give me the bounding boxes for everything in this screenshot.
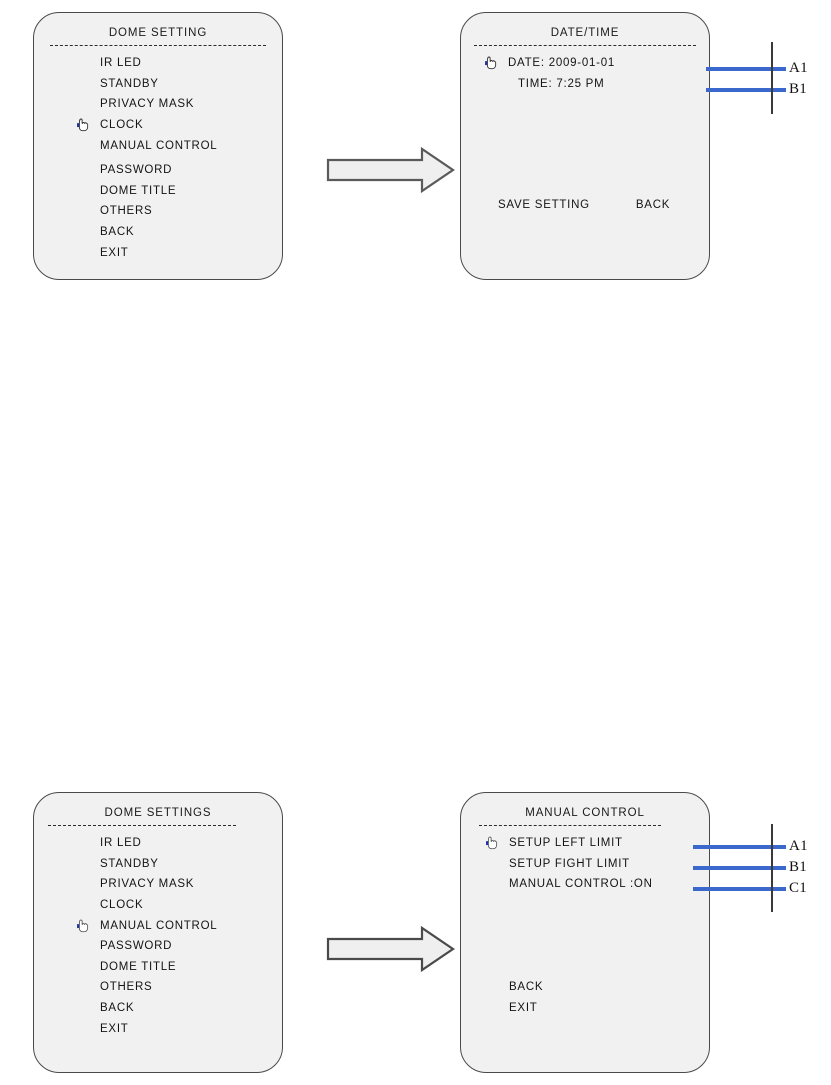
- menu-item-manual-control[interactable]: MANUAL CONTROL: [100, 135, 282, 156]
- menu-item-label: CLOCK: [100, 899, 144, 912]
- menu-item-standby[interactable]: STANDBY: [100, 854, 282, 875]
- menu-item-label: OTHERS: [100, 205, 153, 218]
- menu-item-exit[interactable]: EXIT: [509, 997, 709, 1018]
- callout-guide-rail: [771, 824, 773, 912]
- menu-item-exit[interactable]: EXIT: [100, 1018, 282, 1039]
- callout-line-b1: [706, 88, 786, 92]
- callout-label-b1: B1: [789, 81, 808, 97]
- menu-list: DATE: 2009-01-01 TIME: 7:25 PM: [485, 53, 709, 95]
- menu-item-password[interactable]: PASSWORD: [100, 936, 282, 957]
- menu-item-label: MANUAL CONTROL: [100, 139, 218, 152]
- osd-panel-manual-control: MANUAL CONTROL SETUP LEFT LIMIT SETUP FI…: [460, 792, 710, 1073]
- menu-item-password[interactable]: PASSWORD: [100, 160, 282, 181]
- menu-item-label: MANUAL CONTROL: [100, 919, 218, 932]
- menu-item-label: DOME TITLE: [100, 184, 177, 197]
- field-date-value: DATE: 2009-01-01: [508, 57, 616, 70]
- callout-line-a1: [693, 845, 786, 849]
- menu-item-ir-led[interactable]: IR LED: [100, 833, 282, 854]
- title-separator: [474, 45, 696, 46]
- panel-title: DOME SETTINGS: [104, 807, 212, 819]
- menu-item-label: BACK: [100, 1002, 135, 1015]
- hand-pointer-cursor-icon: [486, 836, 498, 850]
- menu-item-back[interactable]: BACK: [509, 977, 709, 998]
- panel-footer: SAVE SETTING BACK: [498, 199, 709, 211]
- menu-item-label: PRIVACY MASK: [100, 98, 195, 111]
- menu-item-back[interactable]: BACK: [100, 998, 282, 1019]
- callout-line-a1: [706, 67, 786, 71]
- menu-item-label: STANDBY: [100, 77, 159, 90]
- menu-item-exit[interactable]: EXIT: [100, 242, 282, 263]
- panel-title: DATE/TIME: [550, 27, 620, 39]
- menu-item-privacy-mask[interactable]: PRIVACY MASK: [100, 94, 282, 115]
- menu-item-label: EXIT: [509, 1001, 538, 1014]
- menu-list: IR LED STANDBY PRIVACY MASK CLOCK MANUAL…: [77, 53, 282, 263]
- panel-title: MANUAL CONTROL: [525, 807, 645, 819]
- menu-item-manual-control[interactable]: MANUAL CONTROL: [77, 915, 282, 936]
- hand-pointer-cursor-icon: [77, 919, 89, 932]
- back-button[interactable]: BACK: [635, 199, 671, 212]
- field-date[interactable]: DATE: 2009-01-01: [485, 53, 709, 74]
- osd-panel-date-time: DATE/TIME DATE: 2009-01-01 TIME: 7:25 PM…: [460, 12, 710, 280]
- menu-item-others[interactable]: OTHERS: [100, 201, 282, 222]
- callout-label-b1: B1: [789, 859, 808, 875]
- menu-item-back[interactable]: BACK: [100, 222, 282, 243]
- menu-item-label: IR LED: [100, 57, 142, 70]
- osd-panel-dome-setting: DOME SETTING IR LED STANDBY PRIVACY MASK…: [33, 12, 283, 280]
- flow-arrow-right-icon: [326, 925, 455, 973]
- menu-item-label: PASSWORD: [100, 164, 173, 177]
- menu-item-label: EXIT: [100, 1022, 129, 1035]
- menu-list: IR LED STANDBY PRIVACY MASK CLOCK MANUAL…: [77, 833, 282, 1039]
- field-time-value: TIME: 7:25 PM: [518, 77, 605, 90]
- hand-pointer-cursor-icon: [77, 118, 89, 132]
- menu-item-ir-led[interactable]: IR LED: [100, 53, 282, 74]
- flow-arrow-right-icon: [326, 146, 455, 194]
- callout-label-a1: A1: [789, 838, 808, 854]
- osd-panel-dome-settings: DOME SETTINGS IR LED STANDBY PRIVACY MAS…: [33, 792, 283, 1073]
- menu-item-privacy-mask[interactable]: PRIVACY MASK: [100, 874, 282, 895]
- menu-item-dome-title[interactable]: DOME TITLE: [100, 181, 282, 202]
- menu-item-standby[interactable]: STANDBY: [100, 74, 282, 95]
- menu-item-label: DOME TITLE: [100, 960, 177, 973]
- menu-item-label: SETUP FIGHT LIMIT: [509, 857, 630, 870]
- menu-list: SETUP LEFT LIMIT SETUP FIGHT LIMIT MANUA…: [486, 833, 709, 1018]
- menu-item-label: STANDBY: [100, 857, 159, 870]
- menu-item-setup-fight-limit[interactable]: SETUP FIGHT LIMIT: [509, 854, 709, 875]
- menu-item-label: IR LED: [100, 837, 142, 850]
- menu-item-label: OTHERS: [100, 981, 153, 994]
- menu-item-label: PASSWORD: [100, 940, 173, 953]
- menu-item-setup-left-limit[interactable]: SETUP LEFT LIMIT: [486, 833, 709, 854]
- callout-line-c1: [693, 887, 786, 891]
- menu-item-clock[interactable]: CLOCK: [100, 895, 282, 916]
- menu-item-label: SETUP LEFT LIMIT: [509, 837, 623, 850]
- menu-item-label: PRIVACY MASK: [100, 878, 195, 891]
- menu-item-label: BACK: [100, 226, 135, 239]
- hand-pointer-cursor-icon: [485, 56, 497, 70]
- menu-item-others[interactable]: OTHERS: [100, 977, 282, 998]
- title-separator: [479, 825, 661, 826]
- panel-title: DOME SETTING: [108, 27, 208, 39]
- menu-item-dome-title[interactable]: DOME TITLE: [100, 957, 282, 978]
- callout-line-b1: [693, 866, 786, 870]
- title-separator: [48, 825, 236, 826]
- callout-label-a1: A1: [789, 60, 808, 76]
- menu-item-clock[interactable]: CLOCK: [77, 115, 282, 136]
- callout-guide-rail: [771, 42, 773, 114]
- field-time[interactable]: TIME: 7:25 PM: [518, 74, 709, 95]
- callout-label-c1: C1: [789, 880, 808, 896]
- menu-item-label: EXIT: [100, 246, 129, 259]
- save-setting-button[interactable]: SAVE SETTING: [498, 199, 590, 212]
- title-separator: [50, 45, 266, 46]
- menu-item-label: MANUAL CONTROL :ON: [509, 878, 653, 891]
- menu-item-label: BACK: [509, 981, 544, 994]
- menu-item-label: CLOCK: [100, 119, 144, 132]
- menu-item-manual-control-toggle[interactable]: MANUAL CONTROL :ON: [509, 874, 709, 895]
